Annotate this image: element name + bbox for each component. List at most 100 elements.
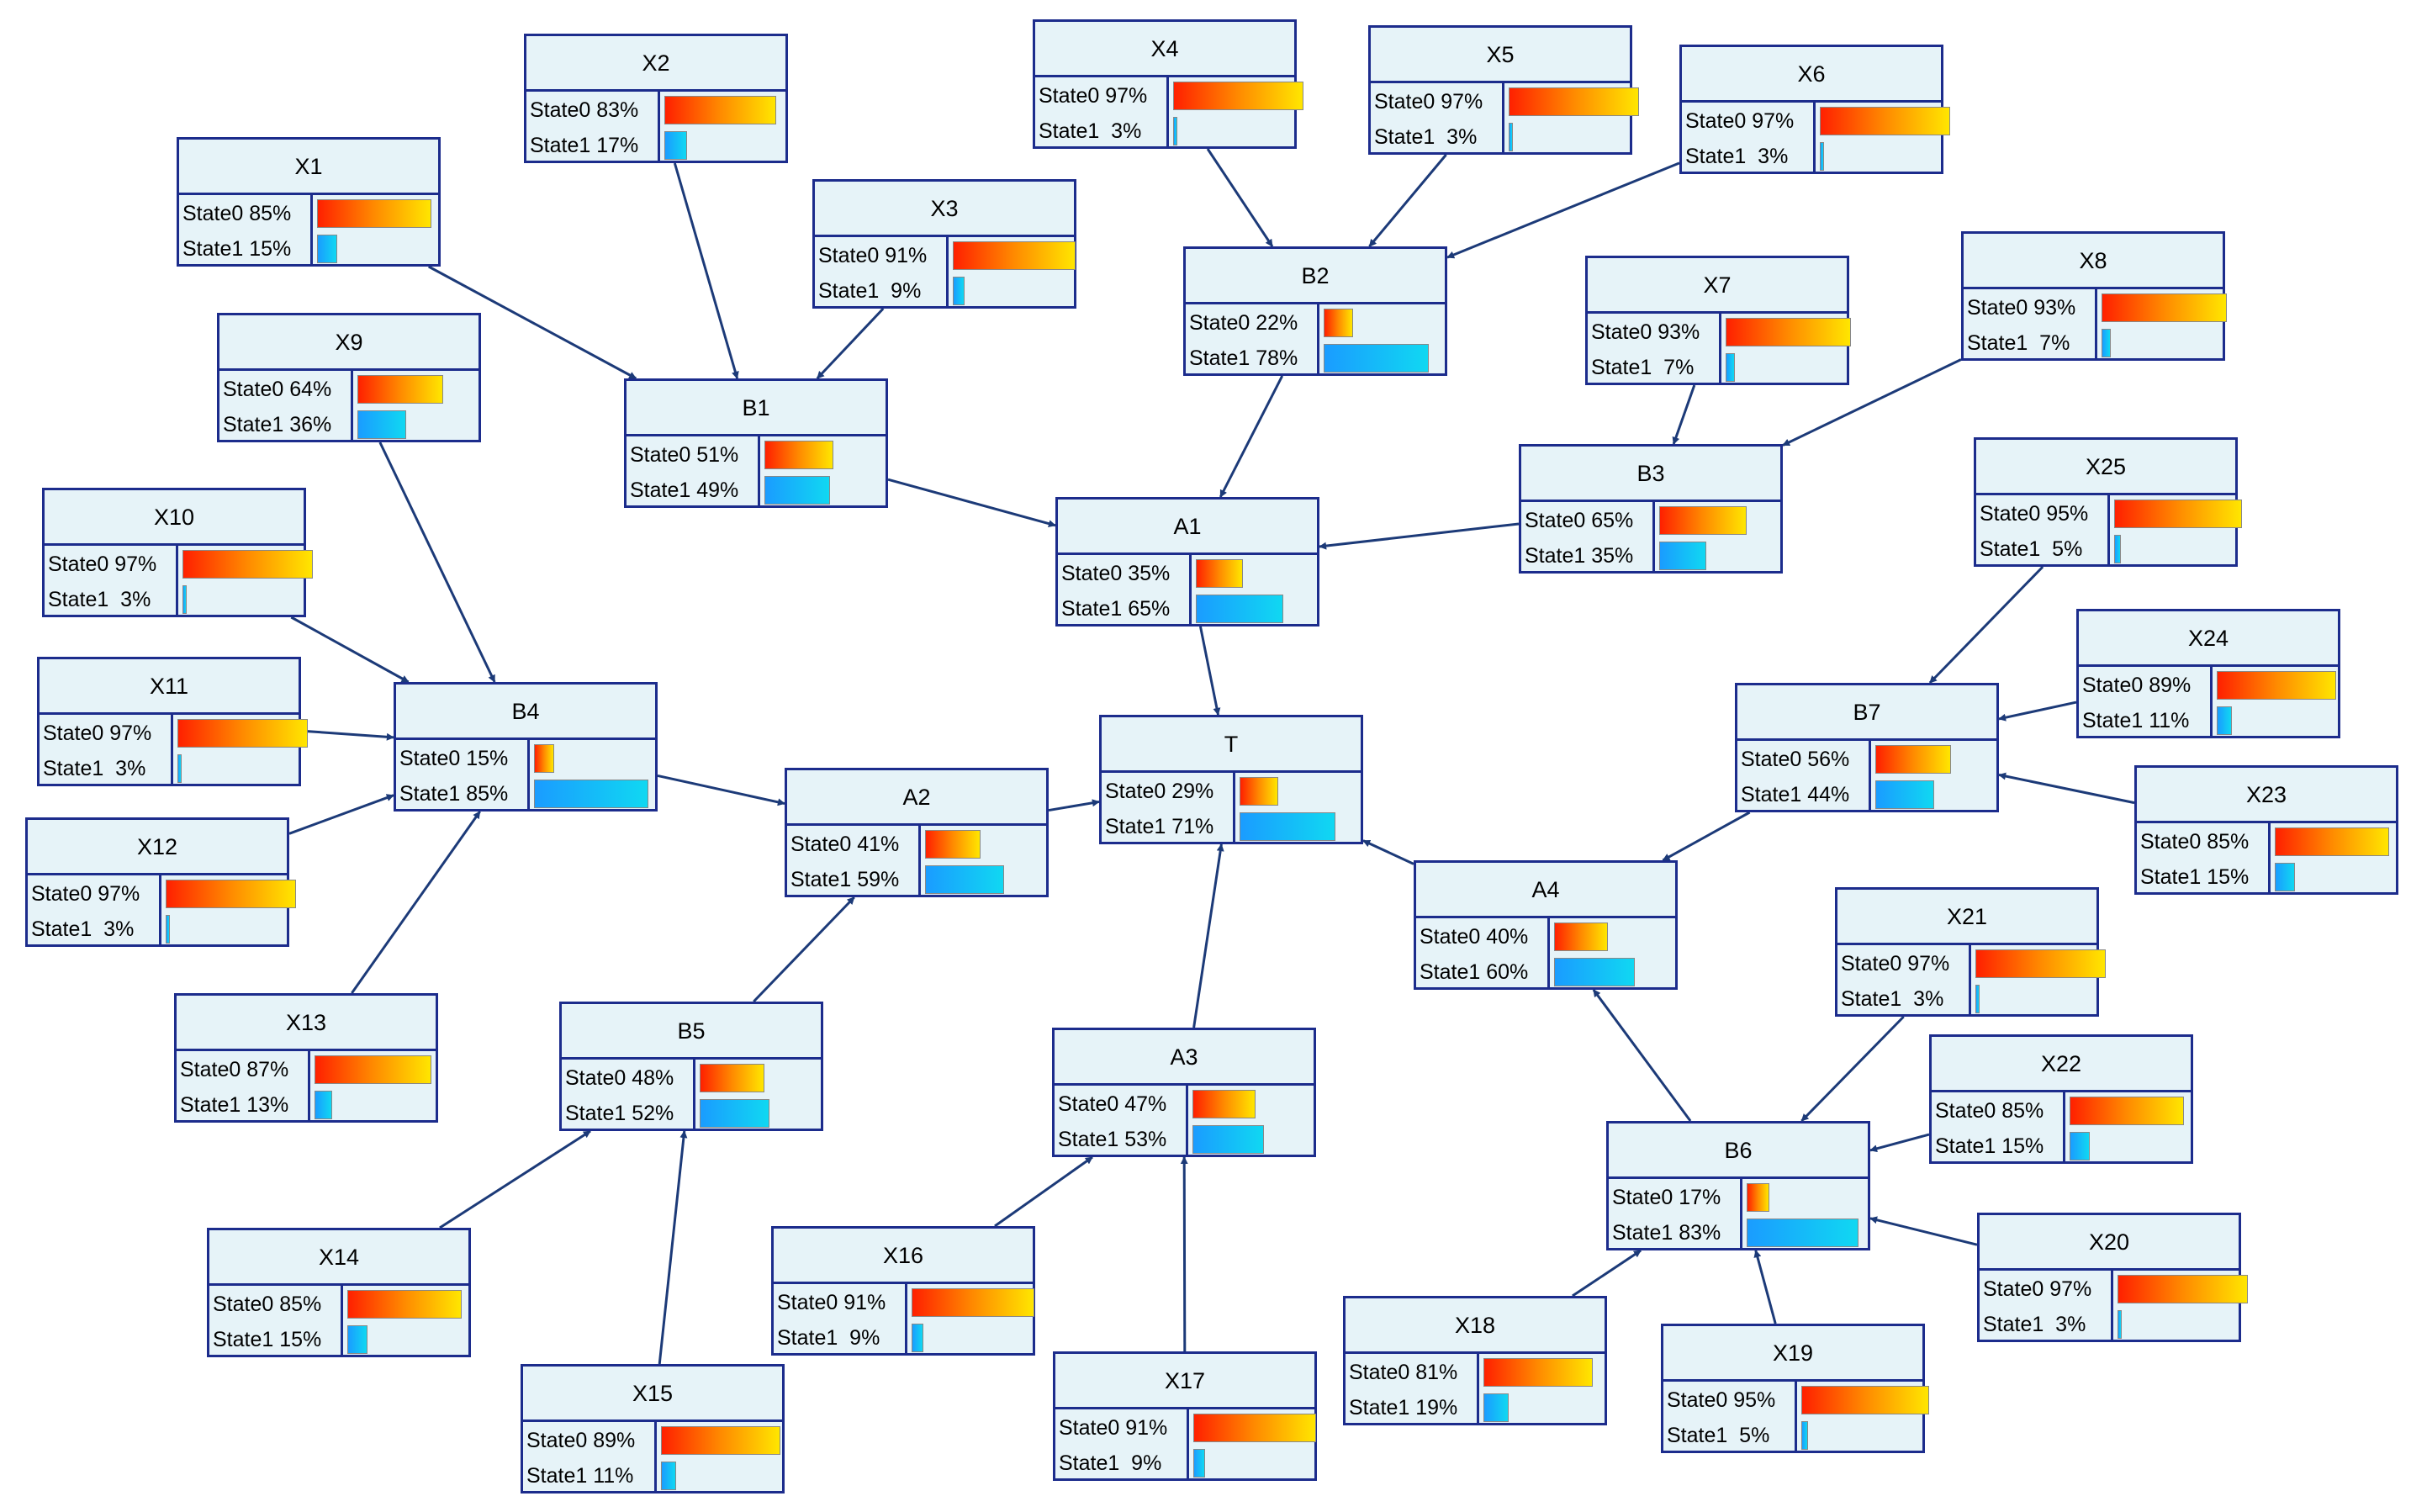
state1-probability-bar	[1726, 353, 1735, 382]
node-divider	[658, 92, 660, 163]
state0-probability-bar	[1975, 949, 2106, 978]
state1-label: State1 36%	[223, 413, 332, 436]
state0-label: State0 40%	[1420, 925, 1529, 949]
state0-probability-bar	[1875, 745, 1951, 774]
state1-probability-bar	[534, 780, 648, 808]
state1-probability-bar	[1173, 117, 1177, 145]
node-divider	[310, 195, 313, 267]
state1-label: State1 7%	[1967, 331, 2070, 355]
state0-probability-bar	[700, 1064, 764, 1092]
edge-x17-to-a3	[1180, 1156, 1188, 1352]
state1-label: State1 44%	[1741, 783, 1850, 806]
state0-probability-bar	[534, 744, 554, 773]
state1-label: State1 7%	[1591, 356, 1695, 379]
node-divider	[2095, 289, 2097, 361]
state1-probability-bar	[166, 915, 170, 944]
state0-label: State0 29%	[1105, 780, 1214, 803]
node-title: X25	[1976, 440, 2235, 495]
state0-label: State0 51%	[630, 443, 739, 467]
edge-b1-to-a1	[887, 478, 1056, 528]
state1-probability-bar	[1975, 985, 1980, 1013]
state0-label: State0 97%	[48, 552, 157, 576]
state1-probability-bar	[182, 585, 187, 614]
edge-x16-to-a3	[994, 1155, 1093, 1228]
edge-x7-to-b3	[1672, 384, 1696, 445]
state0-probability-bar	[1240, 777, 1278, 806]
state1-probability-bar	[317, 235, 337, 263]
state0-label: State0 89%	[2082, 674, 2192, 697]
edge-a1-to-t	[1198, 626, 1221, 716]
state1-label: State1 35%	[1525, 544, 1634, 568]
state1-probability-bar	[2102, 329, 2111, 357]
state0-label: State0 83%	[530, 98, 639, 122]
node-divider	[1740, 1179, 1742, 1250]
node-title: X22	[1932, 1037, 2191, 1092]
node-divider	[1477, 1354, 1479, 1425]
state0-label: State0 97%	[1685, 109, 1795, 133]
state0-label: State0 89%	[526, 1429, 636, 1452]
state0-probability-bar	[925, 830, 981, 859]
node-title: X23	[2137, 768, 2396, 823]
edge-b7-to-a4	[1662, 811, 1751, 862]
edge-x1-to-b1	[428, 265, 637, 380]
edge-x9-to-b4	[378, 441, 496, 683]
node-divider	[1189, 555, 1192, 626]
node-title: A2	[787, 770, 1046, 826]
state0-probability-bar	[1659, 506, 1747, 535]
edge-b2-to-a1	[1219, 375, 1284, 498]
node-title: X5	[1371, 28, 1630, 83]
node-divider	[1547, 918, 1550, 990]
state0-label: State0 81%	[1349, 1361, 1458, 1384]
node-divider	[2107, 495, 2110, 567]
node-divider	[1813, 103, 1816, 174]
edge-a2-to-t	[1048, 799, 1100, 812]
state0-probability-bar	[1192, 1090, 1256, 1118]
state1-probability-bar	[1659, 542, 1706, 570]
state1-label: State1 3%	[43, 757, 146, 780]
state0-probability-bar	[315, 1055, 431, 1084]
state0-probability-bar	[182, 550, 313, 579]
state0-probability-bar	[1554, 923, 1608, 951]
state1-probability-bar	[315, 1091, 332, 1119]
state0-probability-bar	[357, 375, 443, 404]
state1-probability-bar	[1801, 1421, 1808, 1450]
edge-x19-to-b6	[1753, 1250, 1777, 1324]
